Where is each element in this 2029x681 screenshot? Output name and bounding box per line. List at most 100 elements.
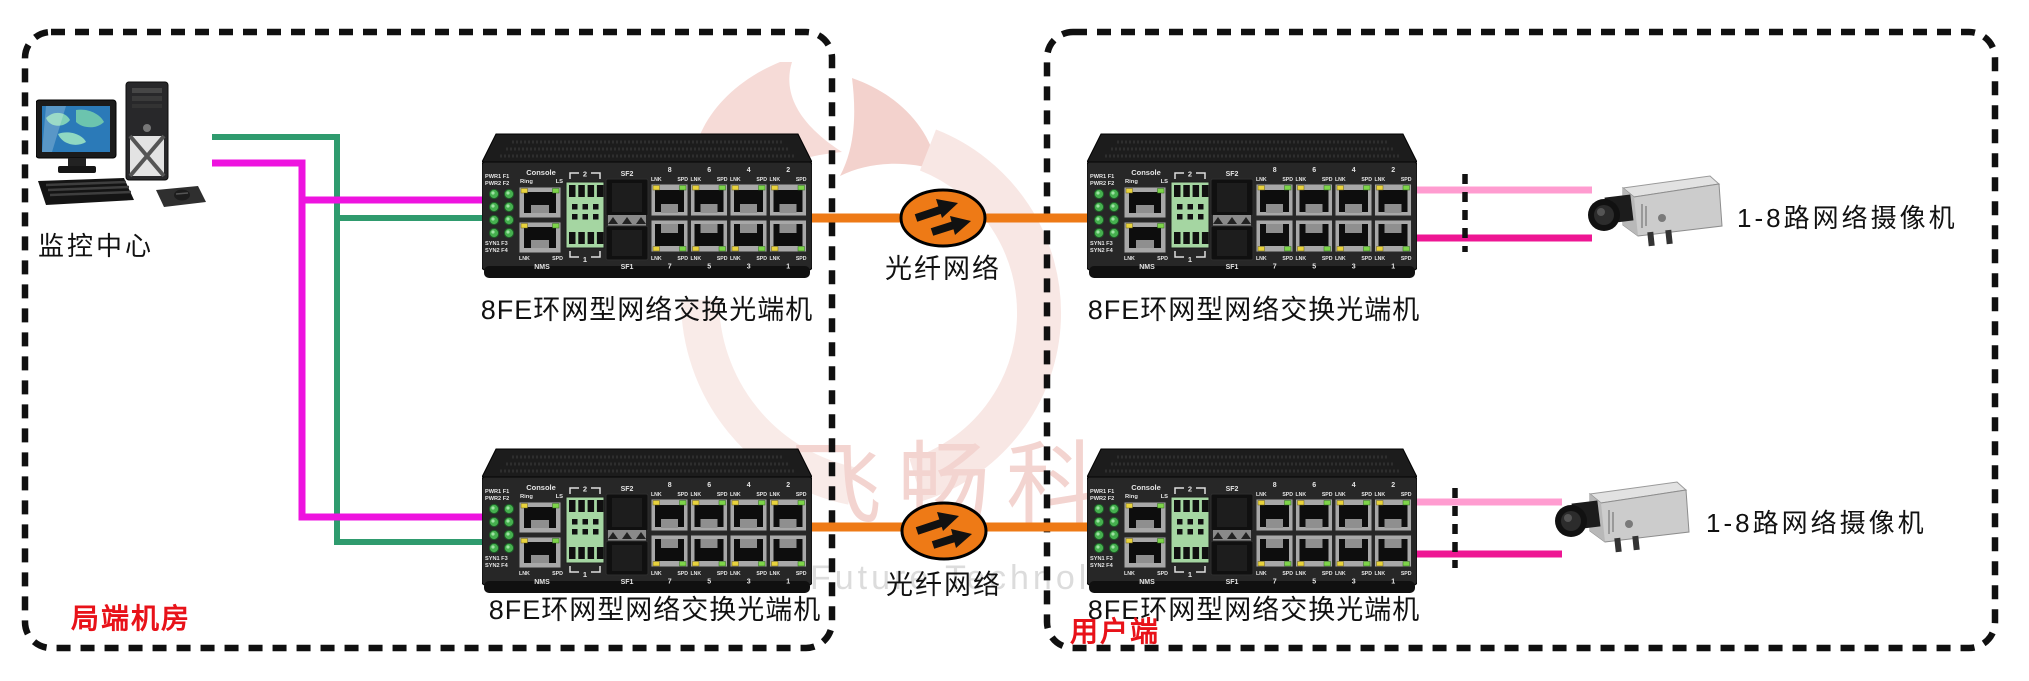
svg-text:LNK: LNK (1335, 571, 1346, 577)
svg-text:NMS: NMS (534, 264, 550, 271)
svg-text:3: 3 (747, 264, 751, 271)
svg-text:PWR2 F2: PWR2 F2 (1090, 496, 1114, 502)
svg-text:8: 8 (668, 167, 672, 174)
camera-icon (1555, 481, 1690, 553)
monitoring-center-label: 监控中心 (37, 231, 155, 261)
svg-text:SPD: SPD (1401, 571, 1412, 577)
svg-text:PWR2 F2: PWR2 F2 (1090, 181, 1114, 187)
svg-text:LNK: LNK (770, 177, 781, 183)
svg-text:LNK: LNK (730, 571, 741, 577)
svg-text:SPD: SPD (796, 492, 807, 498)
svg-text:1: 1 (1188, 255, 1192, 264)
svg-text:SPD: SPD (677, 492, 688, 498)
fiber-network-node-bottom (899, 500, 989, 562)
svg-text:SPD: SPD (1361, 177, 1372, 183)
fiber-exchange-icon (900, 501, 988, 561)
svg-text:6: 6 (707, 167, 711, 174)
svg-text:SPD: SPD (1401, 492, 1412, 498)
svg-text:NMS: NMS (1139, 264, 1155, 271)
ip-camera-bottom (1545, 476, 1690, 560)
svg-text:4: 4 (1352, 167, 1356, 174)
svg-text:2: 2 (1188, 485, 1192, 494)
svg-text:PWR2 F2: PWR2 F2 (485, 181, 509, 187)
svg-text:LNK: LNK (1124, 256, 1135, 262)
svg-text:SPD: SPD (677, 256, 688, 262)
svg-text:NMS: NMS (534, 579, 550, 586)
svg-text:SF1: SF1 (621, 264, 634, 271)
svg-text:Console: Console (1131, 483, 1161, 492)
svg-text:SPD: SPD (1282, 571, 1293, 577)
svg-text:SPD: SPD (756, 177, 767, 183)
svg-text:LNK: LNK (1375, 492, 1386, 498)
monitoring-center-computer (36, 78, 206, 218)
svg-text:SYN2 F4: SYN2 F4 (1090, 248, 1114, 254)
svg-text:SPD: SPD (1282, 492, 1293, 498)
svg-text:SPD: SPD (796, 571, 807, 577)
svg-text:SYN1 F3: SYN1 F3 (485, 241, 508, 247)
svg-text:LNK: LNK (1335, 492, 1346, 498)
svg-text:SYN1 F3: SYN1 F3 (1090, 241, 1113, 247)
svg-text:LS: LS (556, 494, 564, 500)
svg-text:5: 5 (707, 264, 711, 271)
svg-text:SPD: SPD (677, 177, 688, 183)
svg-text:Console: Console (526, 483, 556, 492)
utp-line-magenta (212, 159, 482, 521)
svg-text:SYN1 F3: SYN1 F3 (485, 556, 508, 562)
svg-text:SPD: SPD (1322, 256, 1333, 262)
svg-text:LNK: LNK (770, 256, 781, 262)
svg-text:SF2: SF2 (621, 486, 634, 493)
svg-text:7: 7 (668, 264, 672, 271)
svg-text:Ring: Ring (1125, 494, 1138, 500)
switch-caption: 8FE环网型网络交换光端机 (1087, 295, 1421, 325)
fiber-network-label: 光纤网络 (885, 254, 1001, 284)
utp-line-green (212, 134, 482, 545)
svg-text:LNK: LNK (651, 492, 662, 498)
svg-text:LS: LS (556, 179, 564, 185)
svg-text:SPD: SPD (1157, 256, 1168, 262)
svg-text:SYN2 F4: SYN2 F4 (485, 248, 509, 254)
svg-text:LNK: LNK (651, 256, 662, 262)
svg-text:7: 7 (668, 579, 672, 586)
fiber-network-label: 光纤网络 (886, 570, 1002, 600)
svg-text:5: 5 (1312, 579, 1316, 586)
svg-text:4: 4 (1352, 482, 1356, 489)
camera-label: 1-8路网络摄像机 (1737, 203, 1958, 233)
svg-text:8: 8 (1273, 482, 1277, 489)
svg-text:SF1: SF1 (1226, 264, 1239, 271)
svg-text:SPD: SPD (717, 256, 728, 262)
svg-text:SF1: SF1 (621, 579, 634, 586)
svg-text:PWR1 F1: PWR1 F1 (1090, 174, 1114, 180)
svg-text:2: 2 (583, 170, 587, 179)
svg-text:SPD: SPD (1322, 492, 1333, 498)
svg-text:SPD: SPD (1361, 571, 1372, 577)
svg-text:3: 3 (1352, 264, 1356, 271)
svg-text:SPD: SPD (1157, 571, 1168, 577)
svg-text:5: 5 (1312, 264, 1316, 271)
svg-text:7: 7 (1273, 264, 1277, 271)
svg-text:PWR1 F1: PWR1 F1 (485, 174, 509, 180)
svg-text:PWR2 F2: PWR2 F2 (485, 496, 509, 502)
svg-text:LNK: LNK (1296, 492, 1307, 498)
svg-text:2: 2 (1188, 170, 1192, 179)
svg-text:LNK: LNK (1296, 177, 1307, 183)
svg-text:SPD: SPD (756, 492, 767, 498)
camera-icon (1588, 175, 1723, 247)
svg-text:Ring: Ring (1125, 179, 1138, 185)
zone-label-user: 用户端 (1070, 616, 1161, 647)
svg-text:LNK: LNK (730, 492, 741, 498)
svg-text:SPD: SPD (717, 177, 728, 183)
camera-label: 1-8路网络摄像机 (1706, 508, 1927, 538)
svg-text:6: 6 (1312, 167, 1316, 174)
svg-text:LNK: LNK (1256, 492, 1267, 498)
svg-text:LNK: LNK (691, 492, 702, 498)
svg-text:LS: LS (1161, 179, 1169, 185)
svg-text:LNK: LNK (770, 571, 781, 577)
